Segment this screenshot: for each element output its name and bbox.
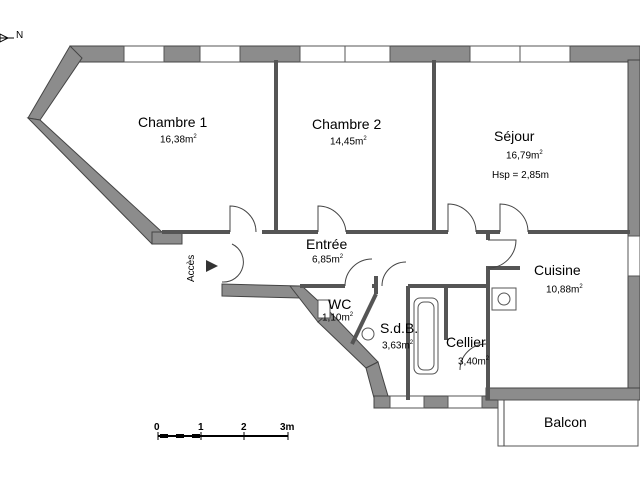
scale-label-1: 1 <box>198 422 204 433</box>
room-area-chambre1: 16,38m2 <box>160 134 197 146</box>
scale-label-0: 0 <box>154 422 160 433</box>
room-name-balcon: Balcon <box>544 414 587 430</box>
north-arrow-icon <box>0 33 14 43</box>
outer-walls <box>26 45 640 409</box>
scale-bar <box>157 432 289 440</box>
fixtures <box>317 287 517 375</box>
room-name-wc: WC <box>328 296 352 312</box>
room-area-sdb: 3,63m2 <box>382 340 414 352</box>
room-area-cuisine: 10,88m2 <box>546 284 583 296</box>
room-area-wc: 1,10m2 <box>322 312 354 324</box>
room-name-sejour: Séjour <box>494 128 535 144</box>
room-area-chambre2: 14,45m2 <box>330 136 367 148</box>
interior-walls <box>162 60 630 400</box>
scale-label-2: 2 <box>241 422 247 433</box>
room-name-chambre2: Chambre 2 <box>312 116 382 132</box>
balcony <box>497 399 639 447</box>
room-area-entree: 6,85m2 <box>312 254 344 266</box>
access-arrow-icon <box>206 260 218 272</box>
scale-label-3: 3m <box>280 422 295 433</box>
room-area-sejour: 16,79m2 <box>506 150 543 162</box>
room-name-chambre1: Chambre 1 <box>138 114 208 130</box>
north-label: N <box>16 30 24 41</box>
access-label: Accès <box>186 254 197 282</box>
doors <box>221 203 529 371</box>
windows <box>123 45 640 409</box>
room-name-cuisine: Cuisine <box>534 262 581 278</box>
room-name-entree: Entrée <box>306 236 348 252</box>
room-name-sdb: S.d.B. <box>380 320 419 336</box>
room-name-cellier: Cellier <box>446 334 486 350</box>
room-height-sejour: Hsp = 2,85m <box>492 170 549 181</box>
room-area-cellier: 3,40m2 <box>458 356 490 368</box>
